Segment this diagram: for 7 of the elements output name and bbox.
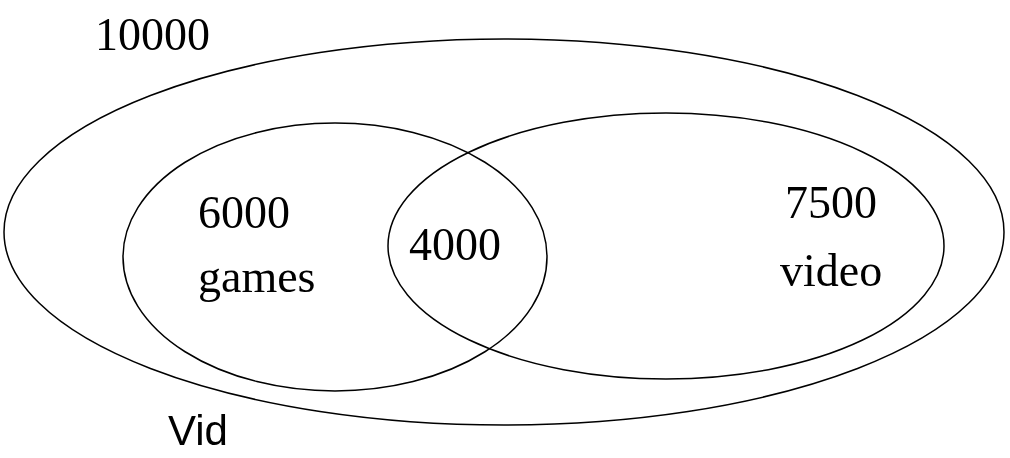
count-label: 4000 bbox=[409, 222, 501, 268]
caption-text: Vid bbox=[168, 410, 228, 452]
count-label: 6000 bbox=[198, 190, 290, 236]
count-label: 10000 bbox=[95, 12, 210, 58]
set-label: games bbox=[198, 254, 316, 300]
count-label: 7500 bbox=[785, 180, 877, 226]
set-label: video bbox=[780, 248, 883, 294]
